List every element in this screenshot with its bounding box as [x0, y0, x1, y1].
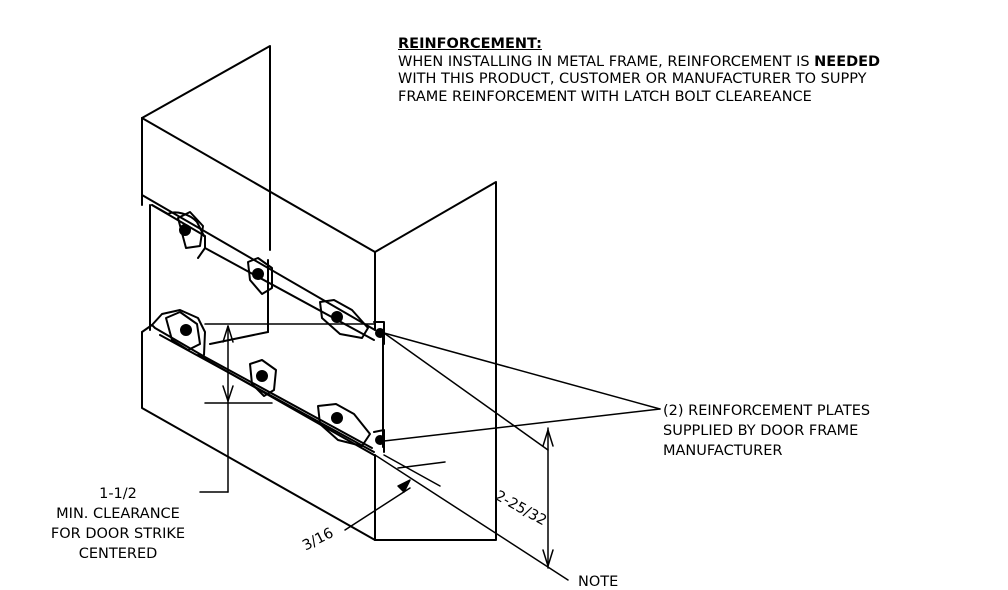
plates-leader — [383, 332, 661, 451]
frame-back-panel — [141, 45, 271, 251]
upper-reinforcement-plate — [151, 204, 375, 341]
clearance-label-3: CENTERED — [78, 546, 158, 562]
upper-band — [141, 117, 497, 541]
clearance-callout: 1-1/2 MIN. CLEARANCE FOR DOOR STRIKE CEN… — [0, 484, 236, 564]
lower-band — [141, 324, 376, 541]
channel-inner-edges — [149, 204, 384, 448]
clearance-label-2: FOR DOOR STRIKE — [50, 526, 186, 542]
reinforcement-note: REINFORCEMENT: WHEN INSTALLING IN METAL … — [398, 36, 880, 106]
note-heading: REINFORCEMENT: — [398, 36, 542, 52]
note-line-1: WHEN INSTALLING IN METAL FRAME, REINFORC… — [398, 54, 880, 72]
clearance-dimension — [199, 323, 376, 493]
note-line-3: FRAME REINFORCEMENT WITH LATCH BOLT CLEA… — [398, 88, 812, 105]
note-line-2: WITH THIS PRODUCT, CUSTOMER OR MANUFACTU… — [398, 71, 867, 87]
clearance-value: 1-1/2 — [99, 486, 137, 502]
plates-label-3: MANUFACTURER — [663, 443, 783, 459]
cut-off-note-label: NOTE — [578, 574, 619, 590]
clearance-label-1: MIN. CLEARANCE — [56, 506, 180, 522]
plates-callout: (2) REINFORCEMENT PLATES SUPPLIED BY DOO… — [663, 401, 870, 461]
note-emphasis: NEEDED — [814, 53, 881, 70]
plates-label-1: (2) REINFORCEMENT PLATES — [663, 403, 871, 419]
height-dimension — [374, 427, 569, 581]
note-line-1-text: WHEN INSTALLING IN METAL FRAME, REINFORC… — [398, 53, 815, 70]
thickness-dimension — [344, 454, 446, 531]
plates-label-2: SUPPLIED BY DOOR FRAME — [663, 423, 859, 439]
